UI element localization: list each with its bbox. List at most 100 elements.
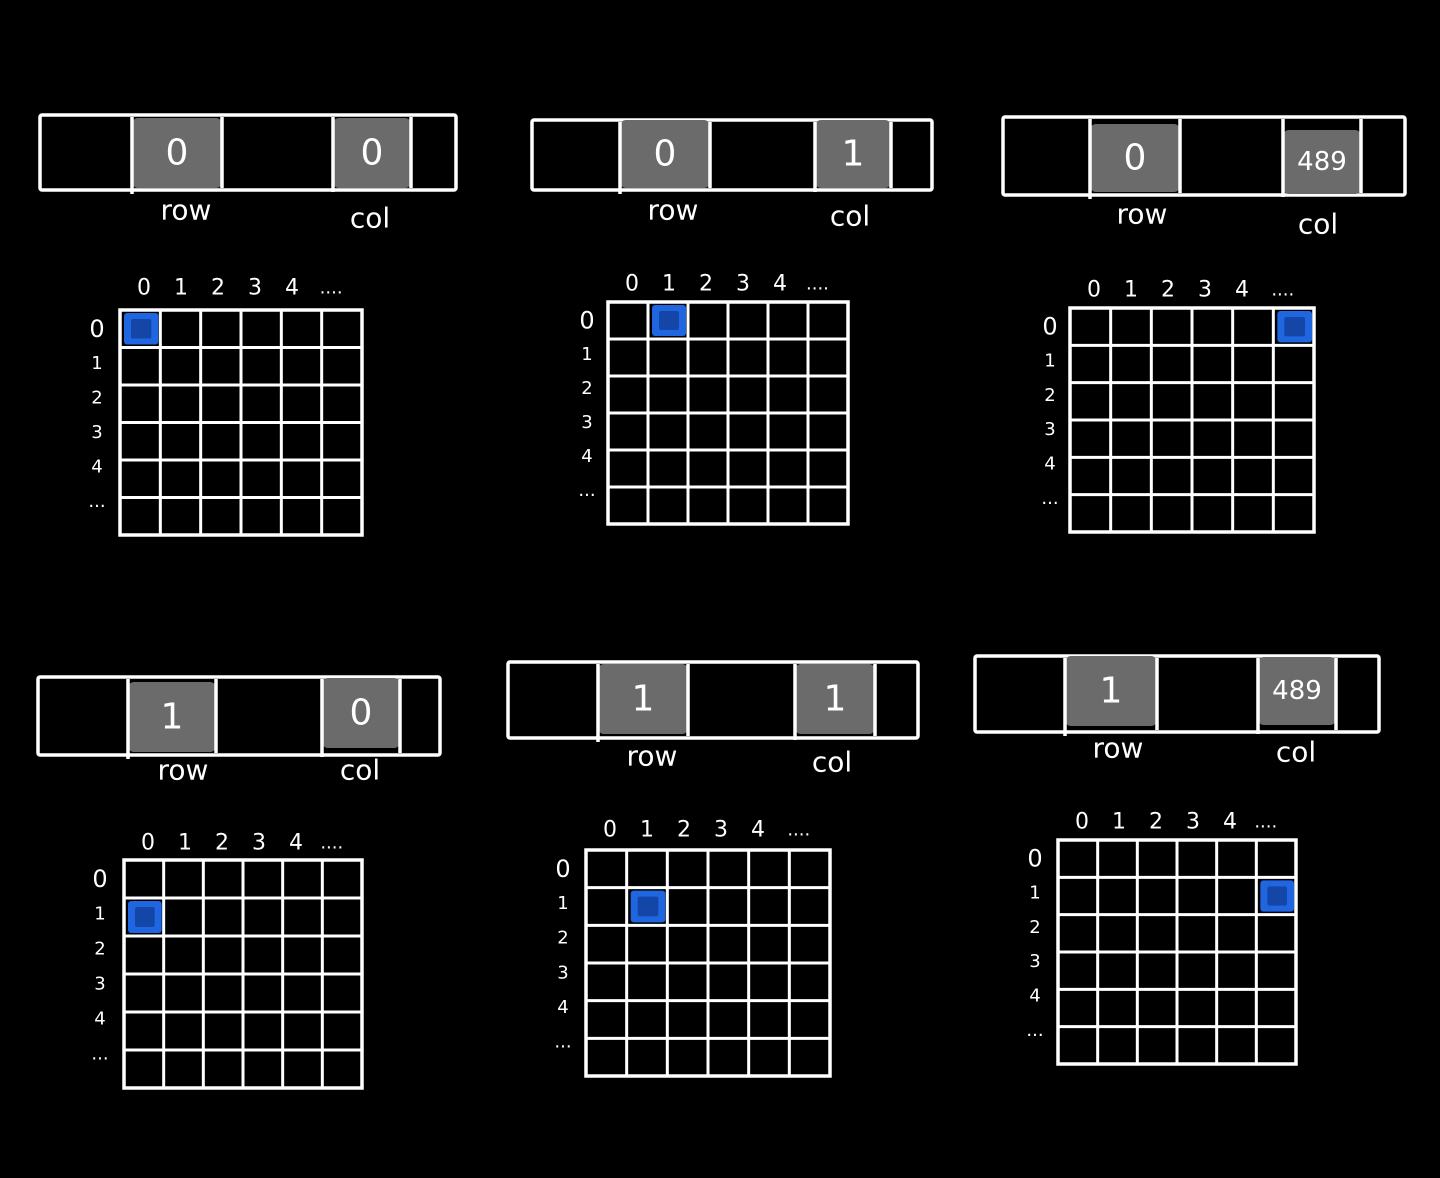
- column-index-label: 1: [174, 276, 188, 301]
- matrix-grid: [122, 858, 364, 1090]
- highlight-inner: [131, 319, 152, 339]
- row-value: 0: [166, 133, 189, 174]
- col-value-cell: [322, 678, 400, 748]
- col-value: 489: [1297, 147, 1347, 177]
- column-index-label: 2: [1161, 278, 1175, 303]
- highlighted-cell: [124, 313, 159, 345]
- column-index-label: 0: [141, 831, 155, 856]
- row-index-label: 2: [581, 378, 592, 399]
- column-index-label: 2: [677, 818, 691, 843]
- column-index-label: 3: [252, 831, 266, 856]
- col-label: col: [812, 746, 852, 779]
- row-index-label: 0: [89, 315, 104, 343]
- row-value: 0: [654, 134, 677, 175]
- highlighted-cell: [128, 901, 162, 933]
- row-index-label: 1: [581, 344, 592, 365]
- row-index-label: ...: [91, 1043, 108, 1064]
- matrix-grid: [584, 848, 832, 1078]
- row-index-label: 1: [1044, 351, 1055, 372]
- column-index-label: 2: [699, 272, 713, 297]
- column-index-label: ....: [1254, 812, 1277, 833]
- row-label: row: [1117, 198, 1168, 231]
- column-index-label: 0: [603, 818, 617, 843]
- column-index-label: 4: [751, 818, 765, 843]
- row-index-label: 3: [91, 422, 102, 443]
- register: 0 489: [1001, 115, 1407, 199]
- row-index-label: ...: [1041, 488, 1058, 509]
- col-value-cell: [815, 120, 891, 188]
- highlighted-cell: [652, 305, 686, 336]
- matrix-grid: [1056, 838, 1298, 1066]
- col-value: 1: [824, 679, 847, 720]
- column-index-label: 2: [1149, 810, 1163, 835]
- row-value: 1: [632, 679, 655, 720]
- column-index-label: ....: [320, 833, 343, 854]
- row-value: 0: [1124, 138, 1147, 179]
- column-index-label: 1: [640, 818, 654, 843]
- row-value-cell: [1090, 124, 1180, 192]
- column-index-label: ....: [787, 820, 810, 841]
- row-index-label: 4: [1029, 986, 1040, 1007]
- col-value-cell: [795, 664, 875, 734]
- column-index-label: ....: [320, 278, 343, 299]
- row-index-label: 4: [94, 1008, 105, 1029]
- column-index-label: 1: [1112, 810, 1126, 835]
- row-value-cell: [620, 120, 710, 188]
- row-index-label: 1: [1029, 883, 1040, 904]
- column-index-label: 4: [1223, 810, 1237, 835]
- register-outline: [506, 660, 920, 740]
- col-label: col: [830, 200, 870, 233]
- column-index-label: 1: [662, 272, 676, 297]
- column-index-label: 2: [211, 276, 225, 301]
- highlighted-cell: [1277, 311, 1312, 343]
- row-index-label: 3: [581, 412, 592, 433]
- row-index-label: ...: [554, 1032, 571, 1053]
- highlighted-cell: [630, 890, 666, 923]
- col-value: 489: [1272, 676, 1322, 706]
- row-index-label: 0: [579, 307, 594, 335]
- highlight-inner: [1267, 886, 1287, 906]
- row-index-label: ...: [88, 491, 105, 512]
- row-index-label: 1: [94, 903, 105, 924]
- matrix-grid: [1068, 306, 1316, 534]
- row-value-cell: [132, 118, 222, 188]
- row-index-label: 3: [1044, 419, 1055, 440]
- col-value-cell: [333, 118, 411, 188]
- col-label: col: [350, 202, 390, 235]
- col-value-cell: [1258, 657, 1336, 725]
- highlight-inner: [659, 311, 679, 330]
- column-index-label: 3: [1186, 810, 1200, 835]
- row-index-label: 0: [1027, 845, 1042, 873]
- highlight-inner: [637, 896, 659, 917]
- col-label: col: [340, 754, 380, 787]
- row-label: row: [158, 754, 209, 787]
- row-label: row: [1093, 732, 1144, 765]
- column-index-label: 0: [625, 272, 639, 297]
- column-index-label: ....: [1271, 280, 1294, 301]
- column-index-label: 1: [178, 831, 192, 856]
- row-index-label: ...: [1026, 1020, 1043, 1041]
- col-value-cell: [1283, 130, 1361, 194]
- column-index-label: 3: [248, 276, 262, 301]
- matrix-grid: [606, 300, 850, 526]
- highlight-inner: [1284, 317, 1305, 337]
- row-index-label: 3: [94, 973, 105, 994]
- row-index-label: 0: [92, 865, 107, 893]
- row-index-label: 4: [557, 997, 568, 1018]
- column-index-label: 3: [714, 818, 728, 843]
- column-index-label: 3: [1198, 278, 1212, 303]
- column-index-label: 0: [1087, 278, 1101, 303]
- highlight-inner: [135, 907, 155, 927]
- register-outline: [38, 113, 458, 192]
